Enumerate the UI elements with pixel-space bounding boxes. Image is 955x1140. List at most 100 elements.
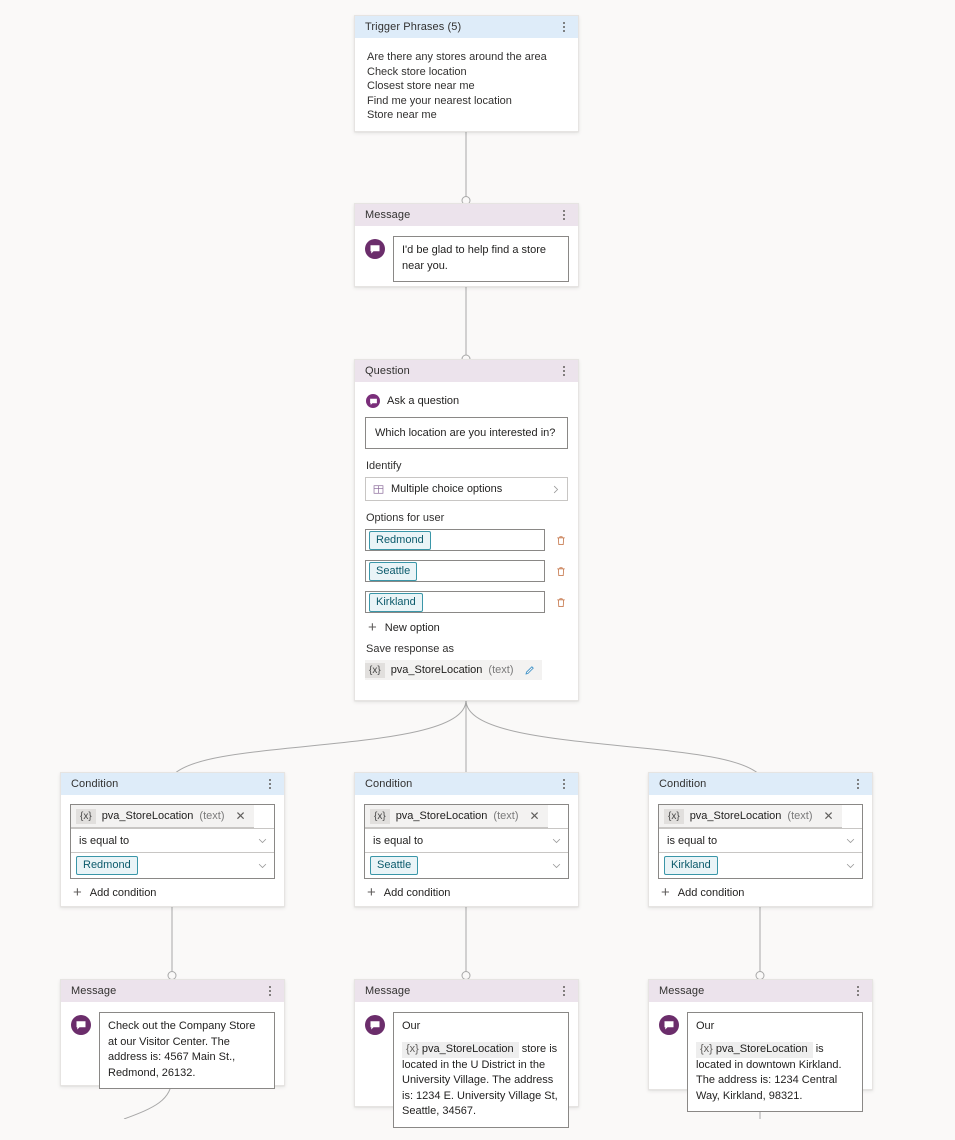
option-chip: Seattle	[369, 561, 418, 581]
condition-1-value-chip: Redmond	[76, 856, 138, 875]
question-text-input[interactable]: Which location are you interested in?	[365, 417, 568, 449]
chevron-down-icon	[551, 860, 562, 871]
save-response-as-label: Save response as	[366, 643, 455, 655]
option-input[interactable]: Seattle	[365, 560, 545, 582]
option-input[interactable]: Kirkland	[365, 591, 545, 613]
greeting-message-text-box[interactable]: I'd be glad to help find a store near yo…	[393, 236, 569, 282]
identify-select[interactable]: Multiple choice options	[365, 477, 568, 501]
condition-node-2[interactable]: Condition {x} pva_StoreLocation (text) ✕…	[354, 772, 579, 907]
condition-3-box: {x} pva_StoreLocation (text) ✕ is equal …	[658, 804, 863, 879]
trash-icon[interactable]	[554, 564, 568, 579]
condition-1-header: Condition	[61, 773, 284, 795]
greeting-message-text: I'd be glad to help find a store near yo…	[402, 244, 546, 272]
result-message-1-header: Message	[61, 980, 284, 1002]
condition-1-variable-name: pva_StoreLocation	[101, 810, 194, 822]
condition-1-menu-icon[interactable]	[264, 776, 276, 792]
condition-3-operator-value: is equal to	[667, 834, 718, 847]
greeting-message-menu-icon[interactable]	[558, 207, 570, 223]
connector-trigger-to-message	[461, 130, 471, 205]
question-node[interactable]: Question Ask a question Which location a…	[354, 359, 579, 701]
result-message-3-header: Message	[649, 980, 872, 1002]
trigger-phrase-item: Find me your nearest location	[367, 94, 512, 107]
ask-a-question-row: Ask a question	[366, 394, 568, 408]
option-input[interactable]: Redmond	[365, 529, 545, 551]
chat-bubble-icon	[365, 239, 385, 259]
close-icon[interactable]: ✕	[235, 809, 246, 823]
condition-3-variable[interactable]: {x} pva_StoreLocation (text) ✕	[659, 805, 842, 828]
condition-2-title: Condition	[365, 778, 413, 790]
chat-bubble-icon	[659, 1015, 679, 1035]
trigger-phrase-item: Check store location	[367, 65, 467, 78]
condition-2-value-select[interactable]: Seattle	[365, 853, 568, 878]
condition-1-variable[interactable]: {x} pva_StoreLocation (text) ✕	[71, 805, 254, 828]
options-for-user-label: Options for user	[366, 512, 445, 524]
result-message-2-line-1: Our	[402, 1020, 421, 1032]
trigger-phrase-item: Store near me	[367, 109, 437, 121]
condition-3-operator-select[interactable]: is equal to	[659, 829, 862, 853]
condition-1-operator-value: is equal to	[79, 834, 130, 847]
result-message-2-menu-icon[interactable]	[558, 983, 570, 999]
result-message-3-box[interactable]: Our {x} pva_StoreLocation is located in …	[687, 1012, 863, 1112]
result-message-node-1[interactable]: Message Check out the Company Store at o…	[60, 979, 285, 1089]
variable-badge-icon: {x}	[370, 808, 390, 824]
identify-label: Identify	[366, 460, 402, 472]
add-condition-button-3[interactable]: + Add condition	[661, 884, 863, 901]
result-message-node-3[interactable]: Message Our {x} pva_StoreLocation is loc…	[648, 979, 873, 1112]
close-icon[interactable]: ✕	[529, 809, 540, 823]
option-chip: Redmond	[369, 530, 431, 550]
connector-question-branches	[172, 700, 761, 775]
trash-icon[interactable]	[554, 533, 568, 548]
result-message-node-2[interactable]: Message Our {x} pva_StoreLocation store …	[354, 979, 579, 1128]
connector-condition3-to-message3	[755, 905, 765, 980]
add-condition-button-2[interactable]: + Add condition	[367, 885, 569, 900]
question-bot-icon	[366, 394, 380, 408]
add-condition-label: Add condition	[383, 887, 451, 899]
chevron-right-icon	[550, 484, 561, 495]
condition-3-value-select[interactable]: Kirkland	[659, 853, 862, 878]
condition-2-header: Condition	[355, 773, 578, 795]
question-node-menu-icon[interactable]	[558, 363, 570, 379]
chevron-down-icon	[257, 860, 268, 871]
new-option-label: New option	[384, 622, 440, 634]
new-option-button[interactable]: + New option	[368, 620, 568, 635]
condition-1-value-select[interactable]: Redmond	[71, 853, 274, 878]
trigger-node-title: Trigger Phrases (5)	[365, 21, 462, 33]
plus-icon: +	[661, 884, 670, 901]
condition-2-operator-value: is equal to	[373, 834, 424, 847]
condition-2-variable[interactable]: {x} pva_StoreLocation (text) ✕	[365, 805, 548, 828]
trigger-phrase-item: Closest store near me	[367, 80, 475, 92]
condition-2-menu-icon[interactable]	[558, 776, 570, 792]
result-message-3-line-1: Our	[696, 1020, 715, 1032]
condition-3-menu-icon[interactable]	[852, 776, 864, 792]
trigger-phrases-node[interactable]: Trigger Phrases (5) Are there any stores…	[354, 15, 579, 132]
identify-value: Multiple choice options	[391, 483, 503, 495]
greeting-message-node[interactable]: Message I'd be glad to help find a store…	[354, 203, 579, 287]
question-text-value: Which location are you interested in?	[375, 427, 556, 439]
result-message-1-menu-icon[interactable]	[264, 983, 276, 999]
trash-icon[interactable]	[554, 595, 568, 610]
result-message-2-box[interactable]: Our {x} pva_StoreLocation store is locat…	[393, 1012, 569, 1128]
condition-3-value-chip: Kirkland	[664, 856, 718, 875]
add-condition-button-1[interactable]: + Add condition	[73, 885, 275, 900]
condition-node-1[interactable]: Condition {x} pva_StoreLocation (text) ✕…	[60, 772, 285, 907]
connector-condition1-to-message1	[167, 905, 177, 980]
condition-1-operator-select[interactable]: is equal to	[71, 829, 274, 853]
pencil-icon[interactable]	[524, 665, 535, 676]
save-variable-name: pva_StoreLocation	[390, 664, 483, 676]
grid-icon	[373, 484, 384, 495]
condition-3-variable-name: pva_StoreLocation	[689, 810, 782, 822]
condition-1-title: Condition	[71, 778, 119, 790]
condition-2-operator-select[interactable]: is equal to	[365, 829, 568, 853]
close-icon[interactable]: ✕	[823, 809, 834, 823]
trigger-node-menu-icon[interactable]	[558, 19, 570, 35]
condition-node-3[interactable]: Condition {x} pva_StoreLocation (text) ✕…	[648, 772, 873, 907]
chevron-down-icon	[551, 835, 562, 846]
condition-2-value-chip: Seattle	[370, 856, 419, 875]
save-response-variable[interactable]: {x} pva_StoreLocation (text)	[365, 660, 543, 680]
result-message-1-box[interactable]: Check out the Company Store at our Visit…	[99, 1012, 275, 1089]
variable-badge-icon: {x}	[76, 808, 96, 824]
result-message-3-menu-icon[interactable]	[852, 983, 864, 999]
option-row: Kirkland	[365, 591, 568, 613]
result-message-2-title: Message	[365, 985, 411, 997]
